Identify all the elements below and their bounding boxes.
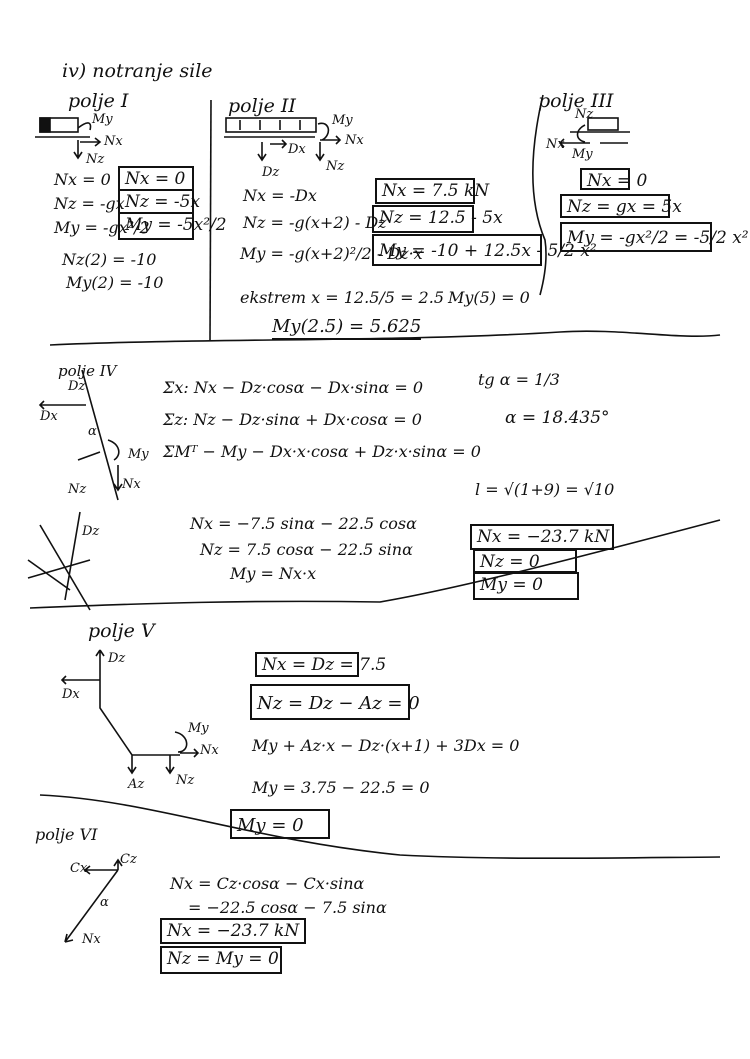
value: My(5) = 0 <box>448 288 530 307</box>
label-nx: Nx <box>345 133 364 148</box>
field5-heading: polje V <box>88 620 155 642</box>
label-nx: Nx <box>82 932 101 947</box>
label-dx: Dx <box>62 687 80 702</box>
label-dz: Dz <box>68 379 86 394</box>
label-nx: Nx <box>546 137 565 152</box>
equation: My = -gx²/2 <box>54 218 150 237</box>
equation: My = 3.75 − 22.5 = 0 <box>252 778 430 797</box>
result-box: My = 0 <box>473 572 579 600</box>
label-cx: Cx <box>70 861 88 876</box>
label-dz: Dz <box>262 165 280 180</box>
label-nx: Nx <box>200 743 219 758</box>
label-dx: Dx <box>40 409 58 424</box>
field2-heading: polje II <box>228 95 296 117</box>
result-box: My = -gx²/2 = -5/2 x² <box>560 222 749 252</box>
label-nz: Nz <box>176 773 195 788</box>
label-az: Az <box>128 777 145 792</box>
label-alpha: α <box>100 895 109 910</box>
equation: Nx = Cz·cosα − Cx·sinα <box>170 874 365 893</box>
beam-segment-2 <box>225 117 317 133</box>
value: Nz(2) = -10 <box>62 250 157 269</box>
field4-heading: polje IV <box>58 362 117 380</box>
label-my: My <box>92 112 113 127</box>
length: l = √(1+9) = √10 <box>475 480 615 499</box>
label-cz: Cz <box>120 852 137 867</box>
equation: Σx: Nx − Dz·cosα − Dx·sinα = 0 <box>163 378 424 397</box>
equation: My + Az·x − Dz·(x+1) + 3Dx = 0 <box>252 736 520 755</box>
max-moment: My(2.5) = 5.625 <box>272 318 422 340</box>
label-nz: Nz <box>326 159 345 174</box>
equation: My = -g(x+2)²/2 - Dz·x <box>240 244 423 263</box>
equation: Nx = -Dx <box>243 186 317 205</box>
label-nz: Nz <box>86 152 105 167</box>
result-box: Nx = 0 <box>118 166 194 191</box>
result-box: My = 0 <box>230 809 330 839</box>
equation: Nz = -g(x+2) - Dz <box>243 213 387 232</box>
divider-vertical-2 <box>532 94 547 296</box>
equation: Nx = 0 <box>54 170 111 189</box>
result-box: Nz = gx = 5x <box>560 194 682 218</box>
label-my: My <box>572 147 593 162</box>
alpha-value: α = 18.435° <box>505 408 610 428</box>
label-nz: Nz <box>68 482 87 497</box>
result-box: Nz = My = 0 <box>160 946 282 974</box>
result-box: Nx = −23.7 kN <box>160 918 306 944</box>
field3-heading: polje III <box>538 90 614 112</box>
result-box: Nx = Dz = 7.5 <box>255 652 386 677</box>
divider-horizontal-1 <box>49 330 721 346</box>
result-box: Nz = 0 <box>473 549 577 573</box>
value: My(2) = -10 <box>66 273 164 292</box>
label-nx: Nx <box>104 134 123 149</box>
equation: Nz = 7.5 cosα − 22.5 sinα <box>200 540 413 559</box>
extrem-text: ekstrem x = 12.5/5 = 2.5 <box>240 288 444 307</box>
divider-horizontal-2 <box>29 519 721 609</box>
result-box: Nz = 12.5 - 5x <box>372 205 503 233</box>
result-box: Nx = 7.5 kN <box>375 178 489 204</box>
label-my: My <box>128 447 149 462</box>
equation: Nz = -gx <box>54 194 125 213</box>
label-nx: Nx <box>122 477 141 492</box>
divider-horizontal-3 <box>39 794 721 860</box>
result-box: Nz = Dz − Az = 0 <box>250 684 420 720</box>
equation: = −22.5 cosα − 7.5 sinα <box>188 898 387 917</box>
result-box: Nz = -5x <box>118 189 200 214</box>
result-box: Nx = −23.7 kN <box>470 524 614 550</box>
result-box: Nx = 0 <box>580 168 647 190</box>
equation: ΣMᵀ − My − Dx·x·cosα + Dz·x·sinα = 0 <box>163 442 481 461</box>
tangent: tg α = 1/3 <box>478 370 560 389</box>
equation: Σz: Nz − Dz·sinα + Dx·cosα = 0 <box>163 410 422 429</box>
equation: My = Nx·x <box>230 564 317 583</box>
result-box: My = -10 + 12.5x - 5/2 x² <box>372 234 597 266</box>
result-box: My = -5x²/2 <box>118 212 227 240</box>
label-dz: Dz <box>108 651 126 666</box>
section-title: iv) notranje sile <box>62 60 213 82</box>
equation: Nx = −7.5 sinα − 22.5 cosα <box>190 514 417 533</box>
label-my: My <box>188 721 209 736</box>
label-alpha: α <box>88 424 97 439</box>
divider-vertical-1 <box>209 99 212 341</box>
field6-heading: polje VI <box>35 825 98 844</box>
label-my: My <box>332 113 353 128</box>
label-nz: Nz <box>575 107 594 122</box>
label-dx: Dx <box>288 142 306 157</box>
field1-heading: polje I <box>68 90 129 112</box>
label-dz2: Dz <box>82 524 100 539</box>
